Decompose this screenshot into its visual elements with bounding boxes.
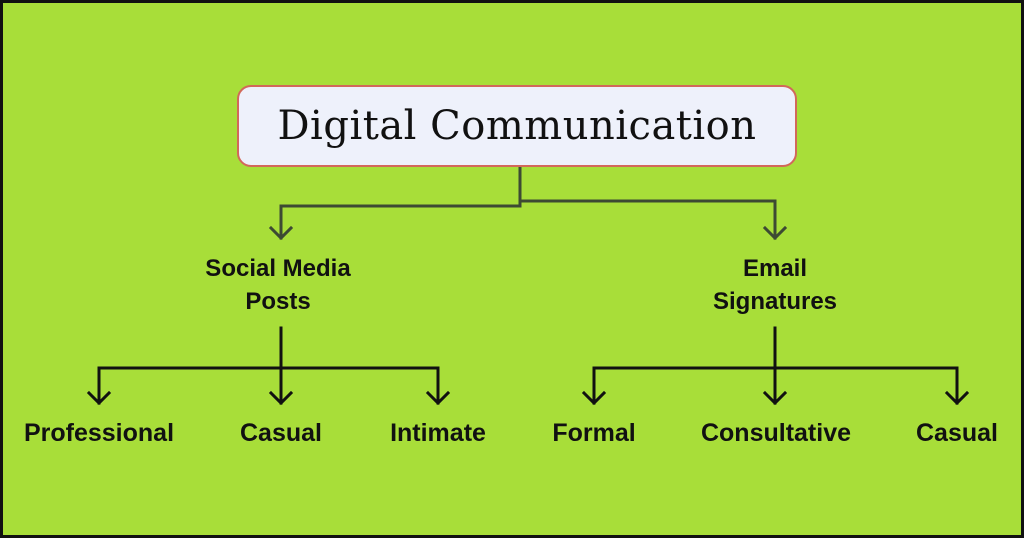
- connector-to-social-media: [279, 165, 522, 240]
- branch-label: Email: [742, 255, 808, 282]
- branch-node-social-media: Social Media Posts: [205, 252, 350, 318]
- root-node: Digital Communication: [237, 85, 797, 167]
- arrow-down-icon: [944, 390, 970, 406]
- leaf-node-formal: Formal: [552, 419, 636, 447]
- arrow-down-icon: [425, 390, 451, 406]
- branch-label: Signatures: [712, 288, 838, 315]
- arrow-down-icon: [581, 390, 607, 406]
- branch-label: Posts: [245, 288, 311, 315]
- leaf-node-consultative: Consultative: [700, 419, 852, 447]
- arrow-down-icon: [268, 225, 294, 241]
- arrow-down-icon: [762, 225, 788, 241]
- email-connectors: [581, 326, 970, 406]
- root-title: Digital Communication: [277, 103, 757, 149]
- root-connectors: [268, 165, 788, 241]
- leaf-node-intimate: Intimate: [390, 419, 486, 447]
- arrow-down-icon: [268, 390, 294, 406]
- arrow-down-icon: [86, 390, 112, 406]
- arrow-down-icon: [762, 390, 788, 406]
- branch-label: Social Media: [205, 255, 351, 282]
- branch-node-email-signatures: Email Signatures: [713, 252, 837, 318]
- leaf-node-casual: Casual: [240, 419, 322, 447]
- social-media-connectors: [86, 326, 451, 406]
- leaf-node-casual-email: Casual: [916, 419, 998, 447]
- connector-to-email-signatures: [518, 199, 777, 240]
- leaf-node-professional: Professional: [23, 419, 175, 447]
